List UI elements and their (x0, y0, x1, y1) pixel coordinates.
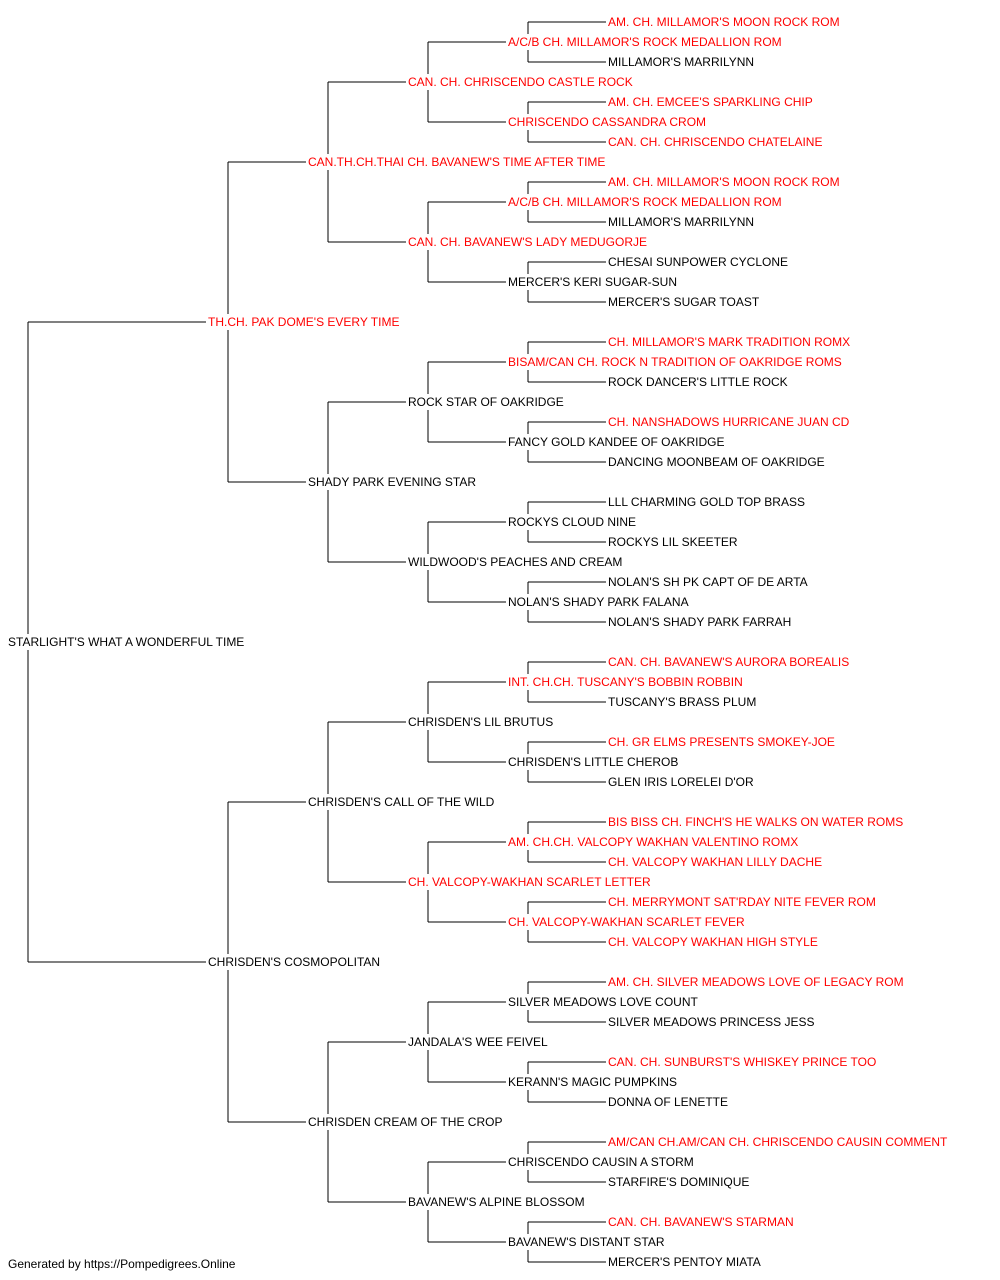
pedigree-name-root-sire-dam-sire-sire: BISAM/CAN CH. ROCK N TRADITION OF OAKRID… (508, 355, 842, 369)
pedigree-name-root-dam-dam-dam: BAVANEW'S ALPINE BLOSSOM (408, 1195, 585, 1209)
pedigree-name-root-dam-sire-dam-sire-dam: CH. VALCOPY WAKHAN LILLY DACHE (608, 855, 822, 869)
pedigree-name-root-dam-sire-sire-dam-sire: CH. GR ELMS PRESENTS SMOKEY-JOE (608, 735, 835, 749)
pedigree-name-root-dam-sire-sire-sire-dam: TUSCANY'S BRASS PLUM (608, 695, 756, 709)
pedigree-name-root-sire-dam-dam-sire-dam: ROCKYS LIL SKEETER (608, 535, 738, 549)
pedigree-name-root-dam-dam-sire-dam-sire: CAN. CH. SUNBURST'S WHISKEY PRINCE TOO (608, 1055, 876, 1069)
pedigree-name-root-dam-sire-dam-dam-dam: CH. VALCOPY WAKHAN HIGH STYLE (608, 935, 818, 949)
pedigree-name-root-dam-dam-dam-sire-sire: AM/CAN CH.AM/CAN CH. CHRISCENDO CAUSIN C… (608, 1135, 948, 1149)
pedigree-name-root-sire-dam-dam-dam-sire: NOLAN'S SH PK CAPT OF DE ARTA (608, 575, 808, 589)
pedigree-name-root-sire-sire-dam: CAN. CH. BAVANEW'S LADY MEDUGORJE (408, 235, 647, 249)
pedigree-name-root-sire-sire-dam-dam-sire: CHESAI SUNPOWER CYCLONE (608, 255, 788, 269)
pedigree-name-root-dam-sire-sire-sire: INT. CH.CH. TUSCANY'S BOBBIN ROBBIN (508, 675, 743, 689)
pedigree-name-root-sire-sire-dam-sire: A/C/B CH. MILLAMOR'S ROCK MEDALLION ROM (508, 195, 782, 209)
pedigree-name-root-dam-dam-dam-sire: CHRISCENDO CAUSIN A STORM (508, 1155, 694, 1169)
pedigree-name-root-dam-sire-dam-dam-sire: CH. MERRYMONT SAT'RDAY NITE FEVER ROM (608, 895, 876, 909)
pedigree-name-root-sire-dam-dam-sire-sire: LLL CHARMING GOLD TOP BRASS (608, 495, 805, 509)
pedigree-name-root-sire-dam-sire-dam-dam: DANCING MOONBEAM OF OAKRIDGE (608, 455, 825, 469)
pedigree-name-root-dam-dam-dam-dam-dam: MERCER'S PENTOY MIATA (608, 1255, 761, 1269)
pedigree-name-root-sire-sire-sire-dam: CHRISCENDO CASSANDRA CROM (508, 115, 706, 129)
pedigree-name-root-dam-dam-sire-dam: KERANN'S MAGIC PUMPKINS (508, 1075, 677, 1089)
pedigree-name-root-dam-sire-dam: CH. VALCOPY-WAKHAN SCARLET LETTER (408, 875, 651, 889)
pedigree-name-root-sire-sire-sire-sire-sire: AM. CH. MILLAMOR'S MOON ROCK ROM (608, 15, 840, 29)
pedigree-name-root-sire-dam-sire-dam-sire: CH. NANSHADOWS HURRICANE JUAN CD (608, 415, 850, 429)
pedigree-name-root-sire-sire-dam-sire-sire: AM. CH. MILLAMOR'S MOON ROCK ROM (608, 175, 840, 189)
pedigree-name-root-sire-dam: SHADY PARK EVENING STAR (308, 475, 476, 489)
pedigree-name-root-sire-sire-sire-sire-dam: MILLAMOR'S MARRILYNN (608, 55, 754, 69)
pedigree-name-root-dam: CHRISDEN'S COSMOPOLITAN (208, 955, 380, 969)
pedigree-name-root-dam-dam-sire-sire: SILVER MEADOWS LOVE COUNT (508, 995, 698, 1009)
pedigree-name-root-dam-sire-sire-dam: CHRISDEN'S LITTLE CHEROB (508, 755, 678, 769)
pedigree-name-root-dam-dam: CHRISDEN CREAM OF THE CROP (308, 1115, 502, 1129)
pedigree-name-root-sire-sire-dam-dam: MERCER'S KERI SUGAR-SUN (508, 275, 677, 289)
pedigree-name-root-sire-sire-sire-dam-dam: CAN. CH. CHRISCENDO CHATELAINE (608, 135, 822, 149)
pedigree-name-root-dam-sire-sire-dam-dam: GLEN IRIS LORELEI D'OR (608, 775, 754, 789)
pedigree-name-root-sire-dam-sire-dam: FANCY GOLD KANDEE OF OAKRIDGE (508, 435, 725, 449)
pedigree-name-root-sire-dam-sire-sire-dam: ROCK DANCER'S LITTLE ROCK (608, 375, 788, 389)
pedigree-name-root-sire-dam-dam-sire: ROCKYS CLOUD NINE (508, 515, 636, 529)
pedigree-name-root-sire-sire-dam-dam-dam: MERCER'S SUGAR TOAST (608, 295, 760, 309)
pedigree-name-root-dam-sire-dam-dam: CH. VALCOPY-WAKHAN SCARLET FEVER (508, 915, 745, 929)
pedigree-name-root-sire-dam-sire-sire-sire: CH. MILLAMOR'S MARK TRADITION ROMX (608, 335, 850, 349)
pedigree-name-root-sire-sire-dam-sire-dam: MILLAMOR'S MARRILYNN (608, 215, 754, 229)
pedigree-name-root-dam-dam-sire-dam-dam: DONNA OF LENETTE (608, 1095, 728, 1109)
pedigree-name-root-dam-sire: CHRISDEN'S CALL OF THE WILD (308, 795, 495, 809)
pedigree-name-root-dam-dam-sire-sire-dam: SILVER MEADOWS PRINCESS JESS (608, 1015, 815, 1029)
generated-by-footer: Generated by https://Pompedigrees.Online (8, 1257, 236, 1271)
pedigree-name-root-sire-dam-dam: WILDWOOD'S PEACHES AND CREAM (408, 555, 622, 569)
pedigree-name-root-sire-sire-sire-dam-sire: AM. CH. EMCEE'S SPARKLING CHIP (608, 95, 813, 109)
pedigree-name-root: STARLIGHT'S WHAT A WONDERFUL TIME (8, 635, 244, 649)
pedigree-name-root-sire-dam-dam-dam-dam: NOLAN'S SHADY PARK FARRAH (608, 615, 791, 629)
pedigree-name-root-dam-dam-sire: JANDALA'S WEE FEIVEL (408, 1035, 548, 1049)
pedigree-name-root-dam-sire-sire: CHRISDEN'S LIL BRUTUS (408, 715, 553, 729)
pedigree-name-root-sire-sire-sire-sire: A/C/B CH. MILLAMOR'S ROCK MEDALLION ROM (508, 35, 782, 49)
pedigree-name-root-sire-sire-sire: CAN. CH. CHRISCENDO CASTLE ROCK (408, 75, 633, 89)
pedigree-name-root-dam-sire-dam-sire-sire: BIS BISS CH. FINCH'S HE WALKS ON WATER R… (608, 815, 903, 829)
pedigree-name-root-dam-dam-dam-dam-sire: CAN. CH. BAVANEW'S STARMAN (608, 1215, 794, 1229)
pedigree-name-root-dam-sire-dam-sire: AM. CH.CH. VALCOPY WAKHAN VALENTINO ROMX (508, 835, 798, 849)
pedigree-name-root-sire-sire: CAN.TH.CH.THAI CH. BAVANEW'S TIME AFTER … (308, 155, 605, 169)
pedigree-name-root-dam-dam-dam-dam: BAVANEW'S DISTANT STAR (508, 1235, 665, 1249)
pedigree-name-root-dam-dam-sire-sire-sire: AM. CH. SILVER MEADOWS LOVE OF LEGACY RO… (608, 975, 904, 989)
pedigree-name-root-sire-dam-dam-dam: NOLAN'S SHADY PARK FALANA (508, 595, 689, 609)
pedigree-name-root-sire: TH.CH. PAK DOME'S EVERY TIME (208, 315, 399, 329)
pedigree-name-root-dam-sire-sire-sire-sire: CAN. CH. BAVANEW'S AURORA BOREALIS (608, 655, 849, 669)
pedigree-name-root-sire-dam-sire: ROCK STAR OF OAKRIDGE (408, 395, 564, 409)
pedigree-name-root-dam-dam-dam-sire-dam: STARFIRE'S DOMINIQUE (608, 1175, 749, 1189)
